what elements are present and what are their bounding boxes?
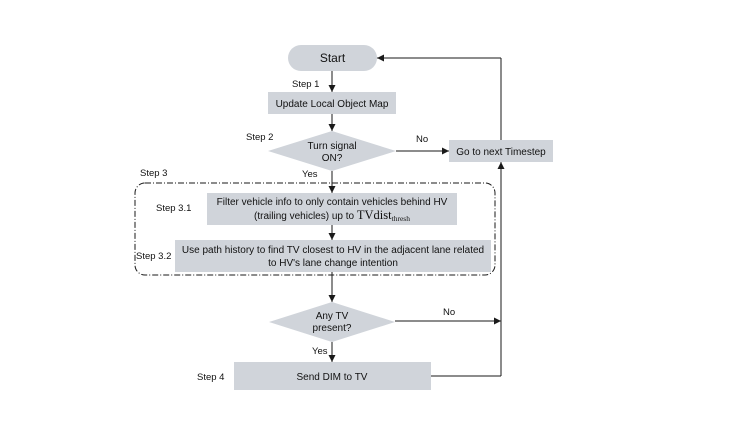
- update-map-label: Update Local Object Map: [276, 99, 389, 110]
- any-tv-line2: present?: [313, 323, 352, 334]
- filter-line1: Filter vehicle info to only contain vehi…: [217, 197, 448, 208]
- path-line1: Use path history to find TV closest to H…: [182, 245, 484, 256]
- next-timestep-box: [449, 140, 553, 162]
- filter-subscript: thresh: [392, 214, 411, 223]
- yes-tv-label: Yes: [312, 346, 328, 357]
- next-timestep-label: Go to next Timestep: [456, 147, 546, 158]
- step-1-label: Step 1: [292, 79, 319, 90]
- filter-line2-prefix: (trailing vehicles) up to: [254, 211, 357, 222]
- any-tv-decision: [269, 302, 395, 342]
- step-4-label: Step 4: [197, 372, 224, 383]
- filter-line2: (trailing vehicles) up to TVdistthresh: [254, 208, 410, 223]
- turn-signal-decision: [268, 131, 396, 171]
- turn-signal-line2: ON?: [322, 153, 343, 164]
- send-dim-label: Send DIM to TV: [297, 372, 368, 383]
- start-terminator: [288, 45, 377, 71]
- start-label: Start: [320, 51, 346, 65]
- path-line2: to HV's lane change intention: [268, 258, 398, 269]
- yes-turn-label: Yes: [302, 169, 318, 180]
- step-2-label: Step 2: [246, 132, 273, 143]
- step-3-group-border: [134, 182, 496, 276]
- step-3-label: Step 3: [140, 168, 167, 179]
- filter-variable: TVdist: [357, 208, 392, 222]
- filter-box: [207, 193, 457, 225]
- send-dim-box: [234, 362, 431, 390]
- no-tv-label: No: [443, 307, 455, 318]
- update-map-box: [268, 92, 396, 114]
- path-history-box: [175, 240, 491, 272]
- any-tv-line1: Any TV: [316, 311, 349, 322]
- step-3-2-label: Step 3.2: [136, 251, 171, 262]
- turn-signal-line1: Turn signal: [307, 141, 356, 152]
- step-3-1-label: Step 3.1: [156, 203, 191, 214]
- no-turn-label: No: [416, 134, 428, 145]
